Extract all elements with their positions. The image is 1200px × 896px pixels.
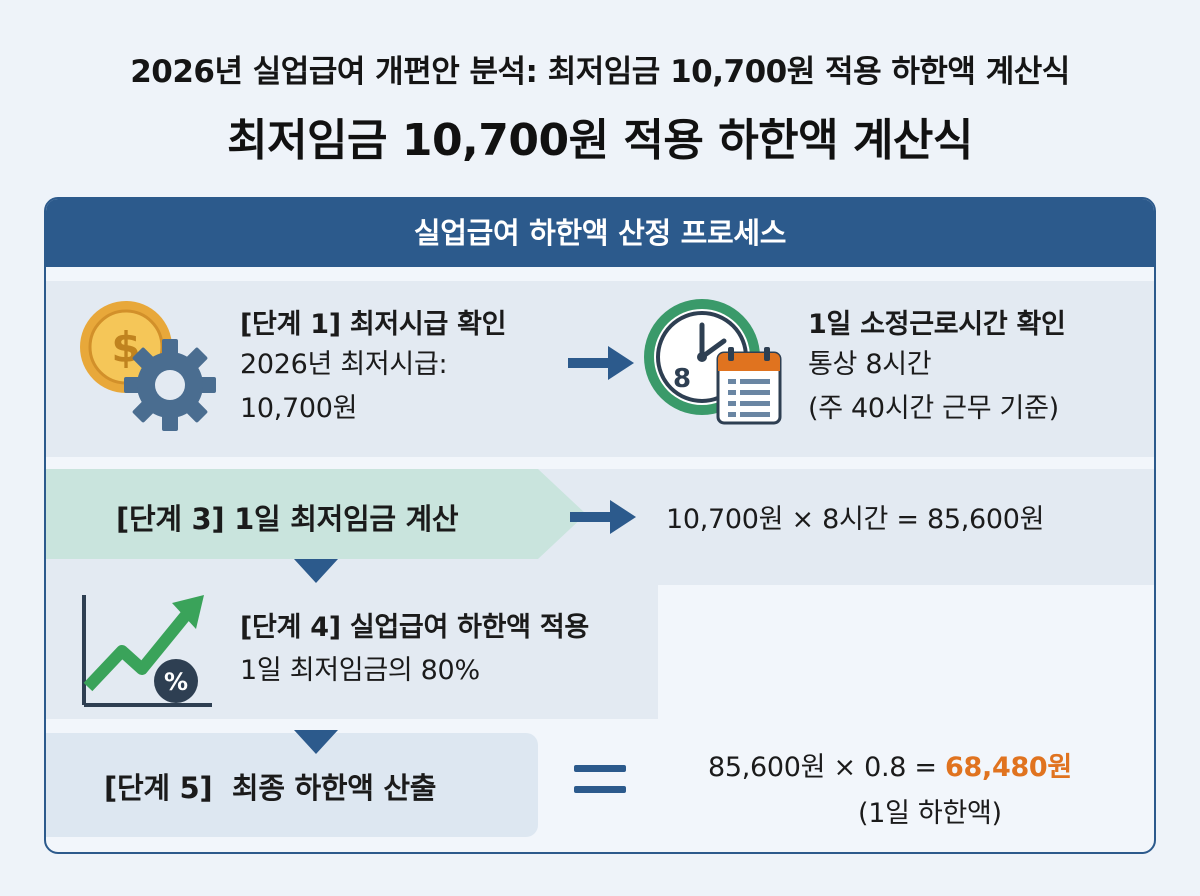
step-row-1-2 <box>46 281 1154 457</box>
step4-title: [단계 4] 실업급여 하한액 적용 <box>240 612 589 643</box>
coin-symbol: $ <box>111 323 140 372</box>
step5-result: 68,480원 <box>945 752 1072 783</box>
step1-line2: 10,700원 <box>240 393 358 424</box>
page-title: 최저임금 10,700원 적용 하한액 계산식 <box>227 115 973 166</box>
equals-icon <box>574 765 626 807</box>
arrow-right-icon <box>570 500 636 534</box>
coin-gear-icon: $ <box>80 301 216 431</box>
percent-icon: % <box>154 659 198 703</box>
arrow-right-icon <box>568 346 634 380</box>
panel-header: 실업급여 하한액 산정 프로세스 <box>46 199 1154 267</box>
step3-title: [단계 3] 1일 최저임금 계산 <box>116 502 459 536</box>
arrow-down-icon <box>294 559 338 583</box>
calendar-icon <box>716 347 782 425</box>
step2-line2: (주 40시간 근무 기준) <box>808 393 1059 424</box>
step1-line1: 2026년 최저시급: <box>240 349 448 380</box>
step5-note: (1일 하한액) <box>858 798 1002 829</box>
clock-digit: 8 <box>673 364 691 394</box>
arrow-down-icon <box>294 730 338 754</box>
step5-formula-prefix: 85,600원 × 0.8 = <box>708 752 946 783</box>
step5-formula: 85,600원 × 0.8 = 68,480원 <box>708 745 1072 784</box>
step3-banner <box>46 469 586 559</box>
process-panel: 실업급여 하한액 산정 프로세스 $ <box>44 197 1156 854</box>
step2-title: 1일 소정근로시간 확인 <box>808 309 1066 340</box>
percent-badge: % <box>164 668 188 696</box>
step1-title: [단계 1] 최저시급 확인 <box>240 309 507 340</box>
page-subtitle: 2026년 실업급여 개편안 분석: 최저임금 10,700원 적용 하한액 계… <box>130 54 1070 90</box>
step3-formula: 10,700원 × 8시간 = 85,600원 <box>666 504 1045 535</box>
growth-chart-icon: % <box>82 595 212 707</box>
clock-calendar-icon: 8 <box>644 299 782 425</box>
step5-title: [단계 5] 최종 하한액 산출 <box>104 771 437 805</box>
step-row-5 <box>46 733 538 837</box>
step2-line1: 통상 8시간 <box>808 349 932 380</box>
step-row-4 <box>46 577 658 719</box>
step4-line1: 1일 최저임금의 80% <box>240 655 480 686</box>
gear-icon <box>124 339 216 431</box>
